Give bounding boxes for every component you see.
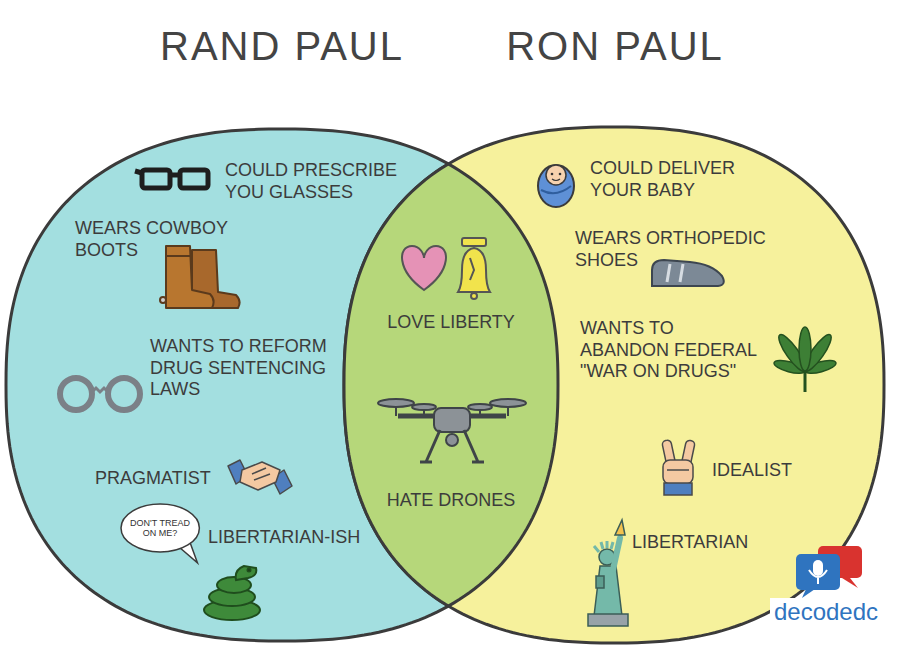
trait-text: COULD DELIVER YOUR BABY (590, 158, 752, 201)
trait-text: COULD PRESCRIBE YOU GLASSES (225, 160, 401, 203)
speech-bubble: DON'T TREAD ON ME? (121, 504, 199, 552)
shared-trait-text: LOVE LIBERTY (371, 312, 531, 334)
logo-icon (842, 578, 858, 588)
text-slot: WANTS TO ABANDON FEDERAL "WAR ON DRUGS" (580, 318, 764, 383)
trait-text: LIBERTARIAN (632, 532, 758, 554)
text-slot: HATE DRONES (371, 490, 531, 512)
venn-circle-shape (344, 127, 884, 643)
venn-circle: RON PAULCOULD DELIVER YOUR BABYWEARS ORT… (344, 127, 884, 643)
venn-circle: DON'T TREAD ON ME?RAND PAULCOULD PRESCRI… (6, 129, 558, 641)
venn-circle-shape (6, 129, 558, 641)
text-slot: LIBERTARIAN-ISH (208, 527, 368, 549)
text-slot: LOVE LIBERTY (371, 312, 531, 334)
text-slot: WEARS COWBOY BOOTS (75, 218, 235, 261)
trait-text: WEARS ORTHOPEDIC SHOES (575, 228, 775, 271)
text-slot: COULD PRESCRIBE YOU GLASSES (225, 160, 401, 203)
text-slot: DON'T TREAD ON ME? (128, 518, 192, 539)
circle-heading: RON PAUL (465, 22, 765, 70)
trait-text: LIBERTARIAN-ISH (208, 527, 368, 549)
text-slot: RON PAUL (465, 22, 765, 70)
shared-trait-text: HATE DRONES (371, 490, 531, 512)
venn-overlap: LOVE LIBERTY HATE DRONES (344, 150, 560, 620)
overlap-outline (344, 127, 884, 643)
circle-outline (6, 129, 558, 641)
trait-text: WEARS COWBOY BOOTS (75, 218, 235, 261)
trait-text: PRAGMATIST (95, 468, 221, 490)
text-slot: LIBERTARIAN (632, 532, 758, 554)
text-slot: WEARS ORTHOPEDIC SHOES (575, 228, 775, 271)
trait-text: WANTS TO ABANDON FEDERAL "WAR ON DRUGS" (580, 318, 764, 383)
overlap-outline (6, 129, 558, 641)
trait-text: IDEALIST (712, 460, 804, 482)
overlap-fill (6, 129, 558, 641)
venn-overlap-shape (344, 150, 560, 620)
trait-text: WANTS TO REFORM DRUG SENTENCING LAWS (150, 336, 336, 401)
circle-heading: RAND PAUL (112, 22, 452, 70)
text-slot: WANTS TO REFORM DRUG SENTENCING LAWS (150, 336, 336, 401)
text-slot: RAND PAUL (112, 22, 452, 70)
bubble-text: DON'T TREAD ON ME? (128, 518, 192, 539)
circle-outline (344, 127, 884, 643)
bubble-outline (121, 504, 199, 552)
text-slot: decodedc (770, 598, 882, 627)
logo-text: decodedc (770, 598, 882, 627)
text-slot: COULD DELIVER YOUR BABY (590, 158, 752, 201)
text-slot: PRAGMATIST (95, 468, 221, 490)
text-slot: IDEALIST (712, 460, 804, 482)
